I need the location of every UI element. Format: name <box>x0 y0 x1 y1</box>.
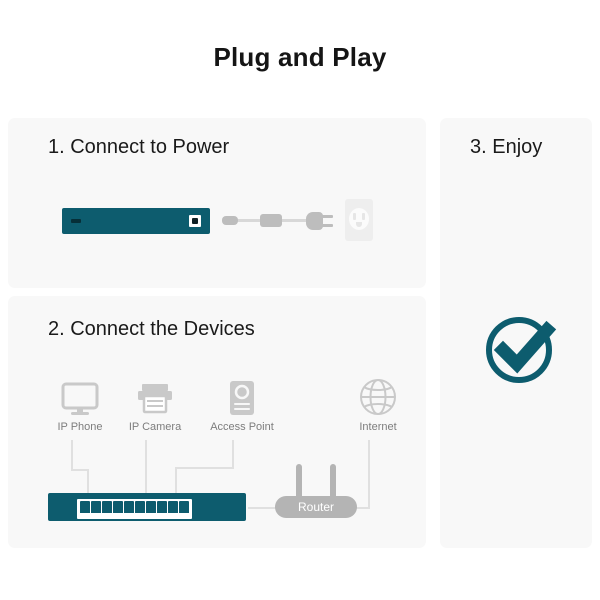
step-2-title: 2. Connect the Devices <box>48 318 255 340</box>
access-point-icon <box>196 376 288 416</box>
devices-row: IP Phone IP Camera <box>8 296 426 548</box>
step-3-card: 3. Enjoy <box>440 118 592 548</box>
switch-port-bank <box>77 499 192 519</box>
switch-port <box>157 501 167 513</box>
device-label: IP Camera <box>128 421 182 433</box>
plug-prong-top <box>321 215 333 218</box>
device-label: Access Point <box>210 421 274 433</box>
switch-port <box>168 501 178 513</box>
cable-wire-left <box>235 219 265 222</box>
outlet-slot-right <box>362 213 365 220</box>
router-label: Router <box>297 500 335 514</box>
router-antenna-left <box>296 464 302 500</box>
device-internet: Internet <box>332 376 424 433</box>
device-label: IP Phone <box>57 421 103 433</box>
wall-outlet-icon <box>345 199 373 241</box>
device-ip-phone: IP Phone <box>34 376 126 433</box>
switch-port <box>146 501 156 513</box>
plug-body <box>306 212 323 230</box>
page-title: Plug and Play <box>213 42 387 72</box>
plug-prong-bottom <box>321 224 333 227</box>
switch-port <box>124 501 134 513</box>
device-label: Internet <box>359 421 397 433</box>
outlet-ground-hole <box>356 222 362 227</box>
switch-port <box>135 501 145 513</box>
camera-icon <box>109 376 201 416</box>
router-antenna-right <box>330 464 336 500</box>
device-ip-camera: IP Camera <box>109 376 201 433</box>
check-circle-icon <box>483 310 559 386</box>
network-switch-icon-large <box>48 493 246 521</box>
switch-port <box>179 501 189 513</box>
switch-port <box>80 501 90 513</box>
power-cable-icon <box>222 205 333 237</box>
device-access-point: Access Point <box>196 376 288 433</box>
outlet-slot-left <box>353 213 356 220</box>
switch-port <box>102 501 112 513</box>
switch-port <box>91 501 101 513</box>
switch-port <box>113 501 123 513</box>
step-1-title: 1. Connect to Power <box>48 136 230 158</box>
switch-power-port <box>189 215 201 227</box>
network-switch-icon <box>62 208 210 234</box>
power-adapter-brick <box>260 214 282 227</box>
router-icon: Router <box>275 496 357 518</box>
monitor-icon <box>34 376 126 416</box>
outlet-face <box>349 208 369 230</box>
dc-connector-tip <box>222 216 238 225</box>
globe-icon <box>332 376 424 416</box>
step-3-title: 3. Enjoy <box>470 136 543 158</box>
switch-led-slot <box>71 219 81 223</box>
cable-wire-right <box>279 219 311 222</box>
